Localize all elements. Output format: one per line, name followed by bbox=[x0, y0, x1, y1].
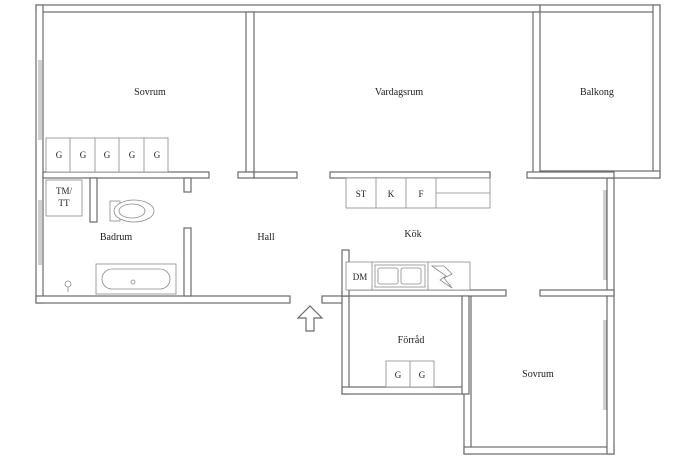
kitchen-lower-counter: DM bbox=[345, 261, 471, 291]
floor-drain-icon bbox=[64, 280, 72, 292]
room-label-hall: Hall bbox=[257, 232, 274, 243]
room-label-badrum: Badrum bbox=[100, 232, 132, 243]
wardrobe-label: G bbox=[56, 150, 63, 160]
stove-label: ST bbox=[356, 189, 367, 199]
sink-icon bbox=[374, 264, 426, 288]
freezer-label: F bbox=[418, 189, 423, 199]
room-label-balkong: Balkong bbox=[580, 87, 614, 98]
wardrobe-label: G bbox=[80, 150, 87, 160]
wardrobe-label: G bbox=[154, 150, 161, 160]
wardrobe-label: G bbox=[129, 150, 136, 160]
room-label-sovrum-2: Sovrum bbox=[522, 369, 554, 380]
room-labels: Sovrum Vardagsrum Balkong Badrum Hall Kö… bbox=[100, 87, 614, 380]
wardrobe-row-sovrum: G G G G G bbox=[45, 137, 169, 173]
outer-walls bbox=[35, 4, 661, 455]
interior-walls bbox=[42, 11, 615, 395]
wardrobe-row-forrad: G G bbox=[385, 360, 435, 388]
washer-dryer-label: TM/ bbox=[56, 186, 73, 196]
stovetop-icon bbox=[430, 265, 453, 289]
bathtub-icon bbox=[95, 263, 177, 295]
dishwasher-label: DM bbox=[353, 272, 368, 282]
badrum-fixtures: TM/ TT bbox=[45, 179, 177, 295]
room-label-vardagsrum: Vardagsrum bbox=[375, 87, 424, 98]
fridge-label: K bbox=[388, 189, 395, 199]
entrance-arrow-icon bbox=[296, 305, 324, 332]
wardrobe-label: G bbox=[104, 150, 111, 160]
wardrobe-label: G bbox=[395, 370, 402, 380]
wardrobe-label: G bbox=[419, 370, 426, 380]
washer-dryer-label: TT bbox=[59, 198, 70, 208]
toilet-icon bbox=[109, 199, 155, 223]
kitchen-upper-counter: ST K F bbox=[345, 177, 491, 209]
room-label-forrad: Förråd bbox=[398, 335, 425, 346]
room-label-sovrum: Sovrum bbox=[134, 87, 166, 98]
room-label-kok: Kök bbox=[404, 229, 421, 240]
